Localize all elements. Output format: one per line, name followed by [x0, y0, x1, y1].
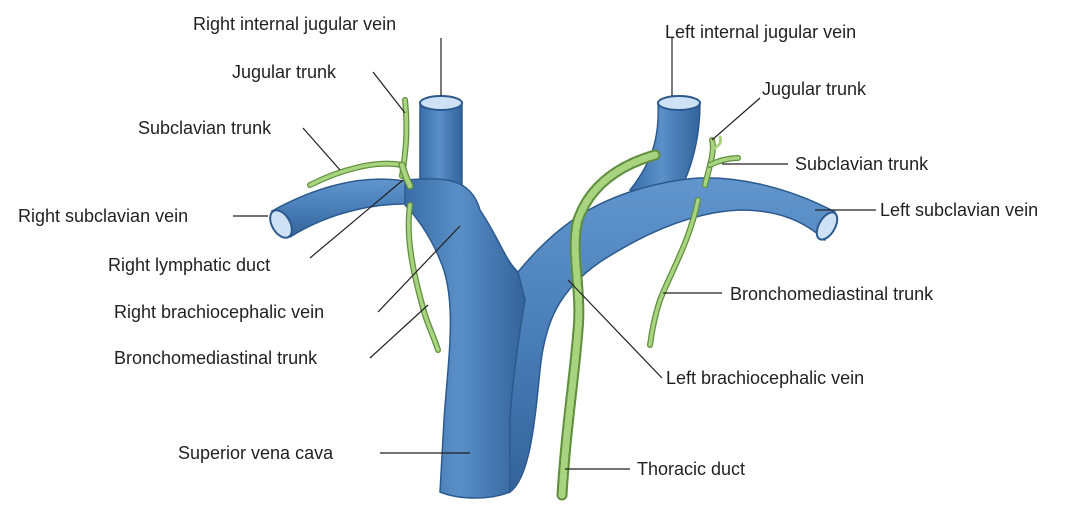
veins [269, 95, 839, 499]
label-left-internal-jugular-vein: Left internal jugular vein [665, 22, 856, 42]
label-jugular-trunk-left: Jugular trunk [762, 79, 867, 99]
label-right-lymphatic-duct: Right lymphatic duct [108, 255, 270, 275]
label-left-brachiocephalic-vein: Left brachiocephalic vein [666, 368, 864, 388]
label-bronchomediastinal-trunk-left: Bronchomediastinal trunk [730, 284, 934, 304]
right-brachiocephalic-vein [404, 178, 526, 499]
label-right-subclavian-vein: Right subclavian vein [18, 206, 188, 226]
label-right-internal-jugular-vein: Right internal jugular vein [193, 14, 396, 34]
label-jugular-trunk-right: Jugular trunk [232, 62, 337, 82]
label-thoracic-duct: Thoracic duct [637, 459, 745, 479]
labels: Right internal jugular vein Jugular trun… [18, 14, 1038, 479]
right-subclavian-vein-opening [269, 209, 293, 239]
label-superior-vena-cava: Superior vena cava [178, 443, 334, 463]
label-right-brachiocephalic-vein: Right brachiocephalic vein [114, 302, 324, 322]
left-internal-jugular-opening [657, 95, 701, 111]
left-subclavian-vein-opening [815, 211, 839, 241]
leader-lines [233, 38, 876, 470]
lymphatics [307, 97, 741, 501]
left-brachiocephalic-vein [509, 177, 836, 494]
label-subclavian-trunk-right: Subclavian trunk [138, 118, 272, 138]
label-bronchomediastinal-trunk-right: Bronchomediastinal trunk [114, 348, 318, 368]
label-subclavian-trunk-left: Subclavian trunk [795, 154, 929, 174]
label-left-subclavian-vein: Left subclavian vein [880, 200, 1038, 220]
right-internal-jugular-opening [419, 95, 463, 111]
